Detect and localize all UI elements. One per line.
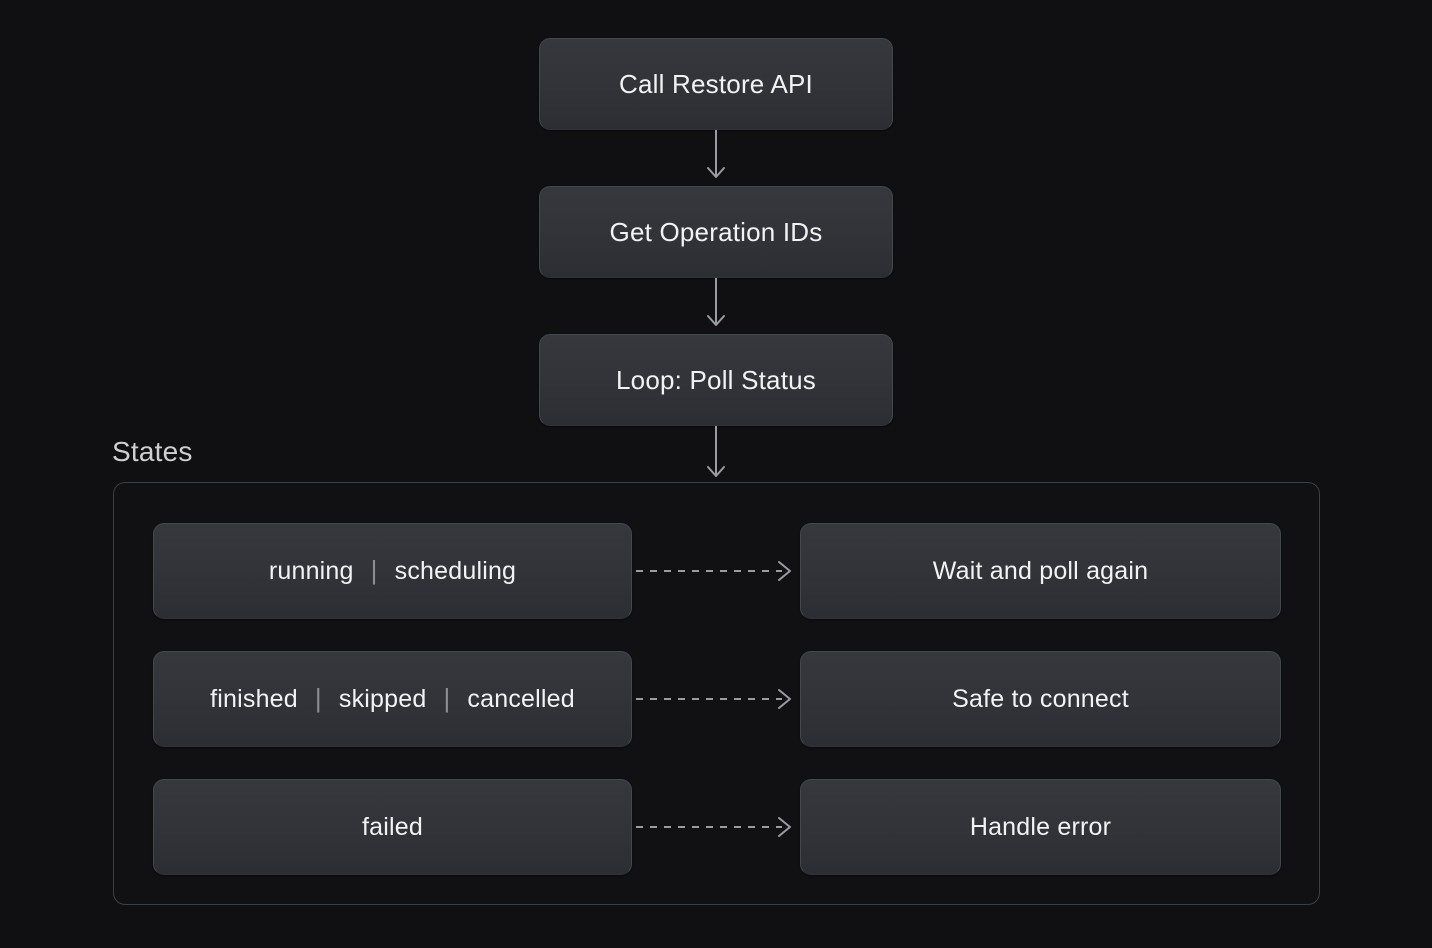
- arrow-loop-to-states-group: [707, 426, 725, 477]
- state-row: finished | skipped | cancelled Safe to c…: [114, 651, 1319, 747]
- action-node-handle-error[interactable]: Handle error: [800, 779, 1281, 875]
- flow-node-loop-poll-status[interactable]: Loop: Poll Status: [539, 334, 893, 426]
- states-group-container: running | scheduling Wait and poll again…: [113, 482, 1320, 905]
- flow-node-label: Get Operation IDs: [609, 216, 823, 247]
- flow-node-get-operation-ids[interactable]: Get Operation IDs: [539, 186, 893, 278]
- state-token: finished: [210, 684, 298, 713]
- action-node-label: Wait and poll again: [932, 556, 1149, 585]
- dashed-arrow-to-safe-to-connect: [636, 689, 791, 709]
- state-row: failed Handle error: [114, 779, 1319, 875]
- state-node-failed[interactable]: failed: [153, 779, 632, 875]
- action-node-label: Handle error: [969, 812, 1112, 841]
- flow-node-label: Call Restore API: [619, 68, 813, 99]
- action-node-safe-to-connect[interactable]: Safe to connect: [800, 651, 1281, 747]
- state-token-separator: |: [370, 555, 378, 585]
- flow-node-call-restore-api[interactable]: Call Restore API: [539, 38, 893, 130]
- state-token: scheduling: [394, 556, 517, 585]
- state-token: running: [268, 556, 354, 585]
- action-node-label: Safe to connect: [952, 684, 1129, 713]
- states-group-title: States: [112, 436, 193, 467]
- state-token-separator: |: [314, 683, 322, 713]
- arrow-operation-ids-to-loop: [707, 278, 725, 326]
- dashed-arrow-to-handle-error: [636, 817, 791, 837]
- arrow-restore-to-operation-ids: [707, 130, 725, 178]
- flow-node-label: Loop: Poll Status: [616, 364, 816, 395]
- state-token: skipped: [338, 684, 427, 713]
- state-token-separator: |: [443, 683, 451, 713]
- state-token: failed: [362, 812, 423, 841]
- state-row: running | scheduling Wait and poll again: [114, 523, 1319, 619]
- action-node-wait-and-poll-again[interactable]: Wait and poll again: [800, 523, 1281, 619]
- dashed-arrow-to-wait-and-poll-again: [636, 561, 791, 581]
- state-node-finished-skipped-cancelled[interactable]: finished | skipped | cancelled: [153, 651, 632, 747]
- state-token: cancelled: [467, 684, 575, 713]
- state-node-running-scheduling[interactable]: running | scheduling: [153, 523, 632, 619]
